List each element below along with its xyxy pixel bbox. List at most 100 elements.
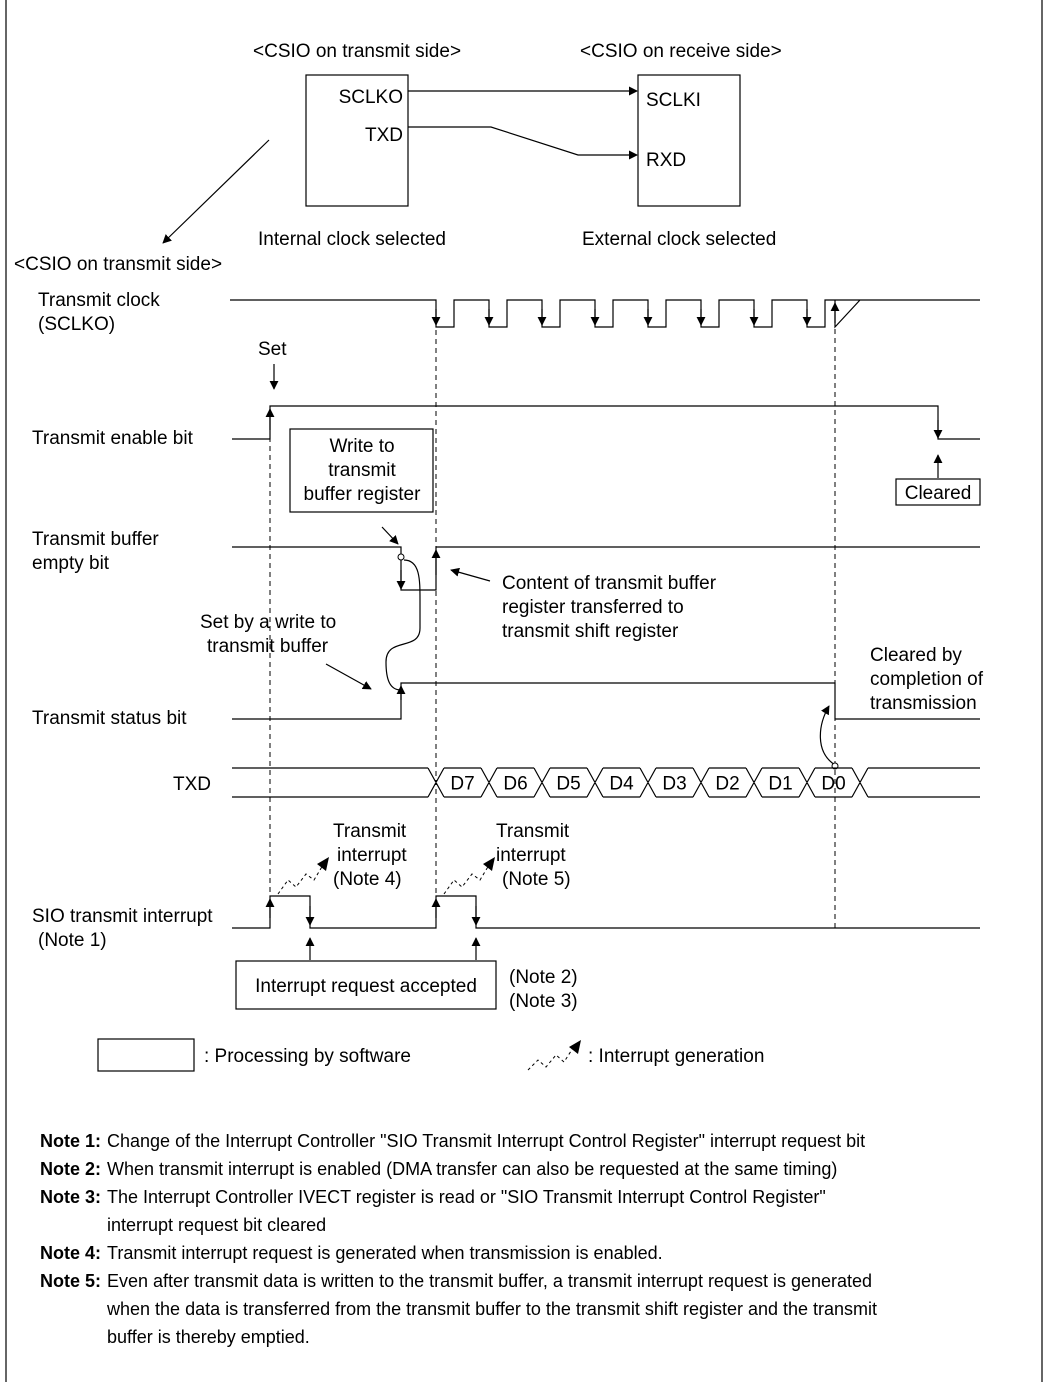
note-1: Note 1: Change of the Interrupt Controll…: [40, 1127, 1040, 1155]
interrupt-generation-zigzag-2: [443, 864, 490, 895]
txd-bit-label: D5: [556, 774, 580, 795]
buffer-empty-trace: [232, 546, 980, 591]
write-buffer-box: [289, 428, 434, 513]
note-4-text: Transmit interrupt request is generated …: [107, 1243, 663, 1263]
set-by-write-line-1: Set by a write to: [200, 612, 336, 633]
cleared-box: [895, 478, 981, 506]
tx-int-note4-line-1: Transmit: [333, 821, 407, 842]
status-bit-trace: [232, 682, 980, 720]
tx-csio-block: [305, 74, 409, 207]
rx-caption: External clock selected: [582, 229, 776, 250]
label-txd: TXD: [173, 774, 211, 795]
txd-trace: [232, 767, 980, 798]
tx-side-title: <CSIO on transmit side>: [253, 41, 461, 62]
note-3-label: Note 3:: [40, 1187, 102, 1207]
int-accepted-label: Interrupt request accepted: [255, 976, 477, 997]
block-diagram: <CSIO on transmit side> <CSIO on receive…: [162, 41, 782, 250]
note-5-text-1: Even after transmit data is written to t…: [107, 1271, 873, 1291]
legend-software-label: : Processing by software: [204, 1046, 411, 1067]
note-1-label: Note 1:: [40, 1131, 102, 1151]
content-transfer-arrow: [450, 567, 491, 582]
label-status-bit: Transmit status bit: [32, 708, 187, 729]
signal-labels: Transmit clock (SCLKO) Transmit enable b…: [32, 290, 213, 951]
clock-trace: [230, 299, 980, 329]
note-2: Note 2: When transmit interrupt is enabl…: [40, 1155, 1040, 1183]
legend-interrupt-zigzag: [527, 1047, 574, 1071]
notes-section: Note 1: Change of the Interrupt Controll…: [40, 1127, 1040, 1351]
set-by-write-line-2: transmit buffer: [207, 636, 329, 657]
txd-bit-label: D3: [662, 774, 686, 795]
tx-caption: Internal clock selected: [258, 229, 446, 250]
label-buffer-empty-2: empty bit: [32, 553, 110, 574]
note-5-text-3: buffer is thereby emptied.: [107, 1327, 310, 1347]
pin-txd: TXD: [365, 125, 403, 146]
txd-bit-label: D4: [609, 774, 634, 795]
transmit-clock-waveform: [230, 299, 980, 329]
txd-bit-label: D1: [768, 774, 792, 795]
buffer-empty-waveform: Content of transmit buffer register tran…: [232, 546, 980, 642]
write-buffer-line-1: Write to: [329, 436, 394, 457]
note-1-text: Change of the Interrupt Controller "SIO …: [107, 1131, 866, 1151]
txd-bit-label: D2: [715, 774, 739, 795]
set-by-write-arrow: [325, 663, 372, 690]
enable-trace: [232, 405, 980, 440]
timing-section-title: <CSIO on transmit side>: [14, 254, 222, 275]
rx-csio-block: [637, 74, 741, 207]
guide-lines: [269, 320, 836, 930]
cleared-by-arrow: [819, 705, 836, 766]
interrupt-generation-arrowhead-2: [483, 857, 495, 871]
content-transfer-line-2: register transferred to: [502, 597, 684, 618]
note-4: Note 4: Transmit interrupt request is ge…: [40, 1239, 1040, 1267]
label-transmit-clock-2: (SCLKO): [38, 314, 115, 335]
label-sio-interrupt-2: (Note 1): [38, 930, 107, 951]
label-buffer-empty-1: Transmit buffer: [32, 529, 159, 550]
tx-int-note5-line-3: (Note 5): [502, 869, 571, 890]
tx-int-note5-line-1: Transmit: [496, 821, 570, 842]
note-3-text-2: interrupt request bit cleared: [107, 1215, 327, 1235]
pin-sclki: SCLKI: [646, 90, 701, 111]
legend-interrupt-label: : Interrupt generation: [588, 1046, 764, 1067]
note-3: Note 3: The Interrupt Controller IVECT r…: [40, 1183, 1040, 1239]
content-transfer-line-3: transmit shift register: [502, 621, 679, 642]
sio-interrupt-trace: [232, 895, 980, 929]
note-5-text-2: when the data is transferred from the tr…: [107, 1299, 878, 1319]
set-label: Set: [258, 339, 287, 360]
txd-bit-label: D0: [821, 774, 845, 795]
legend-interrupt-arrowhead: [569, 1040, 581, 1054]
sio-interrupt-waveform: Transmit interrupt (Note 4) Transmit int…: [232, 821, 980, 1012]
interrupt-generation-arrowhead-1: [317, 857, 329, 871]
note-5-label: Note 5:: [40, 1271, 102, 1291]
int-accepted-box: [235, 960, 497, 1010]
cleared-by-line-1: Cleared by: [870, 645, 962, 666]
txd-connection: [408, 126, 638, 160]
rx-side-title: <CSIO on receive side>: [580, 41, 782, 62]
legend: : Processing by software : Interrupt gen…: [97, 1038, 764, 1072]
note-2-label: Note 2:: [40, 1159, 102, 1179]
figure-frame: [5, 0, 1043, 1382]
note-3-text-1: The Interrupt Controller IVECT register …: [107, 1187, 826, 1207]
cleared-label: Cleared: [905, 483, 972, 504]
cleared-by-line-2: completion of: [870, 669, 984, 690]
tx-int-note4-line-3: (Note 4): [333, 869, 402, 890]
set-by-write-curve: [385, 559, 421, 691]
write-buffer-line-2: transmit: [328, 460, 396, 481]
label-transmit-enable: Transmit enable bit: [32, 428, 194, 449]
clock-edge-arrows: [431, 302, 840, 326]
txd-bit-label: D7: [450, 774, 474, 795]
note2-ref: (Note 2): [509, 967, 578, 988]
note3-ref: (Note 3): [509, 991, 578, 1012]
note-2-text: When transmit interrupt is enabled (DMA …: [107, 1159, 838, 1179]
label-sio-interrupt-1: SIO transmit interrupt: [32, 906, 213, 927]
legend-software-box: [97, 1038, 195, 1072]
write-buffer-arrow: [381, 526, 399, 545]
zoom-arrow: [162, 139, 270, 244]
pin-sclko: SCLKO: [339, 87, 403, 108]
note-4-label: Note 4:: [40, 1243, 102, 1263]
cleared-by-line-3: transmission: [870, 693, 977, 714]
write-buffer-annotation: Write to transmit buffer register: [289, 428, 434, 545]
write-buffer-line-3: buffer register: [304, 484, 422, 505]
note-5: Note 5: Even after transmit data is writ…: [40, 1267, 1040, 1351]
